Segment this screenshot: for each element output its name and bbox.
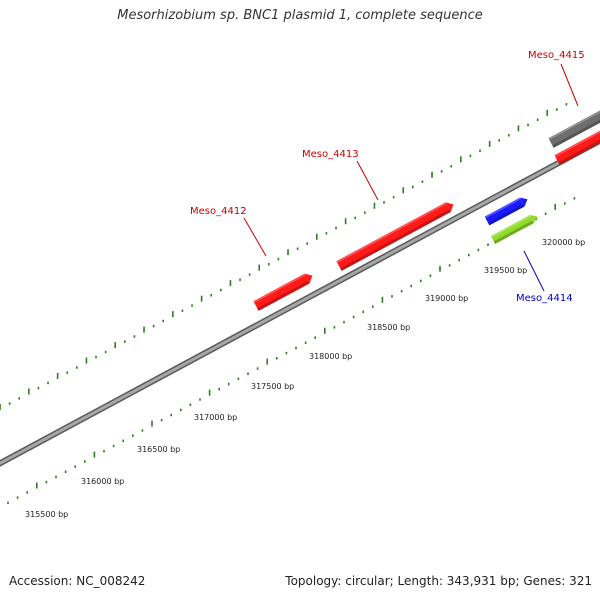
gene-label: Meso_4414 [516,293,573,304]
gene-label: Meso_4413 [302,149,359,160]
tick-label: 316500 bp [137,445,180,454]
tick-label: 315500 bp [25,510,68,519]
gene-leader-line [560,63,579,107]
tick-label: 319000 bp [425,294,468,303]
gene-feature-green [490,215,538,244]
tick-label: 319500 bp [484,266,527,275]
gene-feature-meso-4413 [336,202,454,271]
tick-label: 317500 bp [251,382,294,391]
map-title: Mesorhizobium sp. BNC1 plasmid 1, comple… [117,8,483,23]
tick-label: 318000 bp [309,352,352,361]
gene-leader-line [243,217,267,257]
gene-features [253,107,600,311]
gene-feature-meso-4414 [484,197,528,226]
tick-label: 317000 bp [194,413,237,422]
backbone-strand [0,137,600,467]
gene-feature-gray [548,107,600,148]
outer-tick-row [0,103,568,411]
gene-feature-meso-4415 [554,124,600,165]
tick-labels: 315500 bp 316000 bp 316500 bp 317000 bp 3175… [25,238,585,519]
gene-label: Meso_4412 [190,206,247,217]
tick-label: 316000 bp [81,477,124,486]
tick-label: 320000 bp [542,238,585,247]
accession-text: Accession: NC_008242 [9,574,146,588]
inner-tick-row [7,197,576,504]
gene-leader-line [356,160,379,201]
gene-label: Meso_4415 [528,50,585,61]
gene-feature-meso-4412 [253,273,313,311]
gene-leader-line [523,250,545,292]
tick-label: 318500 bp [367,323,410,332]
topology-summary: Topology: circular; Length: 343,931 bp; … [285,574,592,588]
